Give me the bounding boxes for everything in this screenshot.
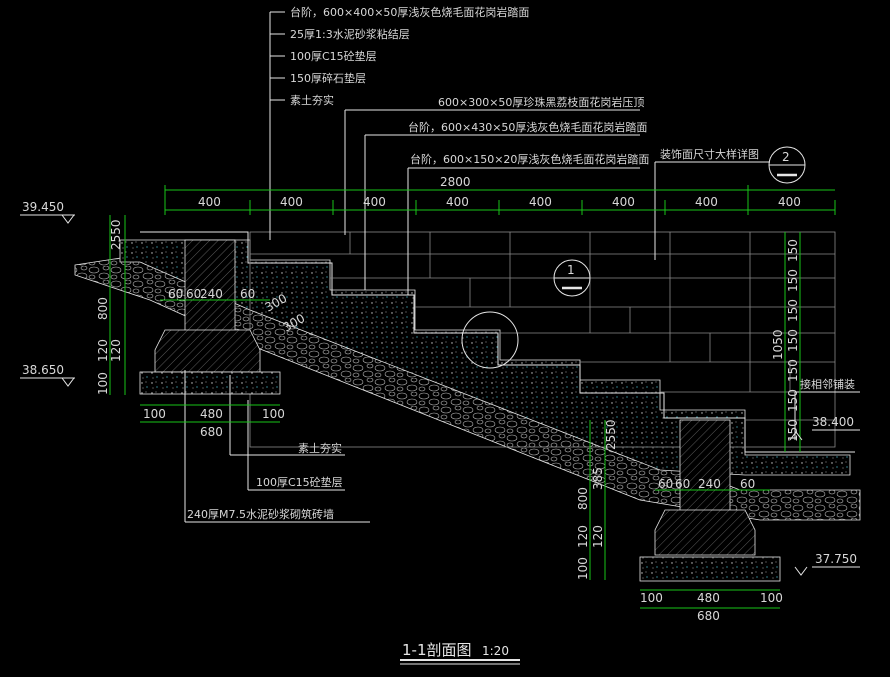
mid-dim-h1: 60 <box>658 477 673 491</box>
mid-dim-h4: 60 <box>740 477 755 491</box>
top-dim-seg-8: 400 <box>778 195 801 209</box>
right-dim-3: 150 <box>786 299 800 322</box>
callout-top-3: 100厚C15砼垫层 <box>290 49 377 63</box>
elevation-2: 38.650 <box>22 363 64 377</box>
wall-facing <box>249 231 836 448</box>
left-dim-v2: 800 <box>96 297 110 320</box>
callout-bottom-2: 100厚C15砼垫层 <box>256 475 343 489</box>
mid-dim-h3: 240 <box>698 477 721 491</box>
right-dim-6: 150 <box>786 389 800 412</box>
left-dimension-chain <box>109 215 280 423</box>
mid-dim-h2: 60 <box>675 477 690 491</box>
mid-dim-v2: 385 <box>591 467 605 490</box>
left-dim-v1: 2550 <box>109 219 123 250</box>
elevation-1: 39.450 <box>22 200 64 214</box>
leader-lines <box>184 11 860 523</box>
detail-label: 装饰面尺寸大样详图 <box>660 147 759 161</box>
callout-top-5: 素土夯实 <box>290 93 334 107</box>
step-profile <box>140 231 855 453</box>
callout-top-1: 台阶，600×400×50厚浅灰色烧毛面花岗岩踏面 <box>290 5 529 19</box>
mid-dim-v3: 800 <box>576 487 590 510</box>
right-foot-c: 100 <box>760 591 783 605</box>
callout-top-4: 150厚碎石垫层 <box>290 71 366 85</box>
top-dim-seg-1: 400 <box>198 195 221 209</box>
detail-bubble-1-number: 1 <box>567 263 575 277</box>
right-foot-b: 480 <box>697 591 720 605</box>
callout-bottom-3: 240厚M7.5水泥砂浆砌筑砖墙 <box>187 507 334 521</box>
left-dim-h1: 60 <box>168 287 183 301</box>
mid-dim-v6: 100 <box>576 557 590 580</box>
left-dim-h4: 60 <box>240 287 255 301</box>
mid-dim-v4: 120 <box>576 525 590 548</box>
elevation-3: 38.400 <box>812 415 854 429</box>
top-dim-seg-3: 400 <box>363 195 386 209</box>
right-dim-total: 1050 <box>771 329 785 360</box>
adjacent-paving-label: 接相邻铺装 <box>800 378 855 391</box>
mid-dimension-chain <box>589 420 780 609</box>
left-dim-h3: 240 <box>200 287 223 301</box>
callout-top-2: 25厚1:3水泥砂浆粘结层 <box>290 27 410 41</box>
left-foot-c: 100 <box>262 407 285 421</box>
top-dim-seg-5: 400 <box>529 195 552 209</box>
drawing-title: 1-1剖面图 <box>402 641 472 659</box>
concrete-slab <box>119 239 851 476</box>
right-dim-2: 150 <box>786 269 800 292</box>
left-dim-h2: 60 <box>186 287 201 301</box>
right-dim-1: 150 <box>786 239 800 262</box>
top-dim-seg-7: 400 <box>695 195 718 209</box>
right-dimension-chain <box>784 232 801 452</box>
top-dim-seg-2: 400 <box>280 195 303 209</box>
mid-dim-v5: 120 <box>591 525 605 548</box>
detail-bubble-2-number: 2 <box>782 150 790 164</box>
callout-mid-2: 台阶，600×430×50厚浅灰色烧毛面花岗岩踏面 <box>408 120 647 134</box>
right-dim-5: 150 <box>786 359 800 382</box>
left-dim-v4: 120 <box>109 339 123 362</box>
callout-bottom-1: 素土夯实 <box>298 441 342 455</box>
elevation-4: 37.750 <box>815 552 857 566</box>
top-dim-total: 2800 <box>440 175 471 189</box>
right-dim-4: 150 <box>786 329 800 352</box>
left-dim-v3: 120 <box>96 339 110 362</box>
right-dim-7: 150 <box>786 419 800 442</box>
top-dim-seg-4: 400 <box>446 195 469 209</box>
left-dim-v5: 100 <box>96 372 110 395</box>
elevation-marks <box>20 214 860 576</box>
top-dim-seg-6: 400 <box>612 195 635 209</box>
right-foot-total: 680 <box>697 609 720 623</box>
left-foot-a: 100 <box>143 407 166 421</box>
detail-circle <box>461 311 519 369</box>
callout-mid-1: 600×300×50厚珍珠黑荔枝面花岗岩压顶 <box>438 95 644 109</box>
left-foot-b: 480 <box>200 407 223 421</box>
left-foot-total: 680 <box>200 425 223 439</box>
right-foot-a: 100 <box>640 591 663 605</box>
right-wall <box>639 419 781 582</box>
drawing-scale: 1:20 <box>482 644 509 658</box>
mid-dim-v1: 2550 <box>604 419 618 450</box>
callout-mid-3: 台阶，600×150×20厚浅灰色烧毛面花岗岩踏面 <box>410 152 649 166</box>
top-dimension-chain <box>164 185 836 215</box>
